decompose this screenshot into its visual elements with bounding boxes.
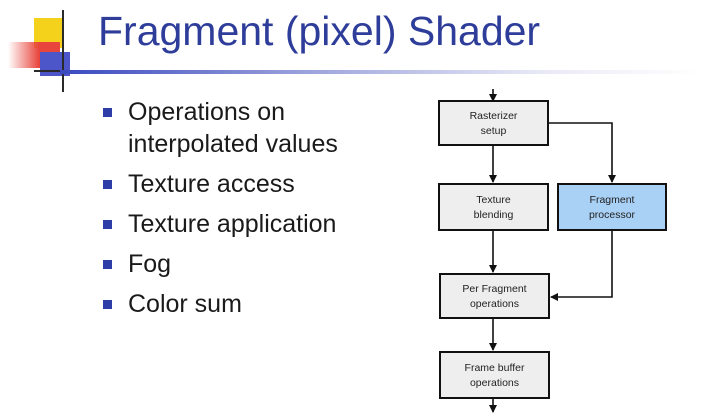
box-label-line: Rasterizer: [470, 110, 518, 122]
box-label-line: processor: [589, 209, 636, 221]
box-label-line: Frame buffer: [465, 362, 525, 374]
bullet-marker: [103, 180, 112, 189]
bullet-text-continued: interpolated values: [128, 130, 338, 158]
bullet-text: Texture application: [128, 210, 337, 238]
slide-title: Fragment (pixel) Shader: [98, 8, 541, 54]
bullet-text: Texture access: [128, 170, 295, 198]
box-label-line: setup: [481, 125, 507, 137]
box-label-line: Texture: [476, 194, 511, 206]
bullet-marker: [103, 108, 112, 117]
bullet-item: Fog: [100, 248, 418, 280]
box-label-line: Fragment: [590, 194, 635, 206]
bullet-item: Operations on interpolated values: [100, 96, 418, 160]
logo-vertical-line: [62, 10, 64, 92]
bullet-text: Color sum: [128, 290, 242, 318]
diagram-box-frame-buffer: Frame buffer operations: [439, 351, 550, 399]
slide-logo: [0, 0, 110, 100]
bullet-marker: [103, 260, 112, 269]
title-underline: [60, 70, 700, 74]
diagram-edges: [489, 89, 616, 413]
diagram-box-texture-blending: Texture blending: [438, 183, 549, 231]
box-label-line: Per Fragment: [462, 283, 526, 295]
bullet-marker: [103, 300, 112, 309]
box-label-line: operations: [470, 298, 519, 310]
bullet-list: Operations on interpolated values Textur…: [100, 96, 418, 328]
diagram-box-fragment-processor: Fragment processor: [557, 183, 667, 231]
diagram-box-per-fragment: Per Fragment operations: [439, 273, 550, 319]
edge-fragment-processor-to-per-fragment: [550, 230, 613, 301]
bullet-item: Texture application: [100, 208, 418, 240]
bullet-item: Color sum: [100, 288, 418, 320]
diagram-box-rasterizer: Rasterizer setup: [438, 100, 549, 146]
box-label-line: operations: [470, 377, 519, 389]
bullet-text: Fog: [128, 250, 172, 278]
bullet-marker: [103, 220, 112, 229]
box-label-line: blending: [474, 209, 514, 221]
bullet-item: Texture access: [100, 168, 418, 200]
bullet-text: Operations on: [128, 98, 286, 126]
edge-rasterizer-to-fragment-processor: [548, 122, 616, 183]
